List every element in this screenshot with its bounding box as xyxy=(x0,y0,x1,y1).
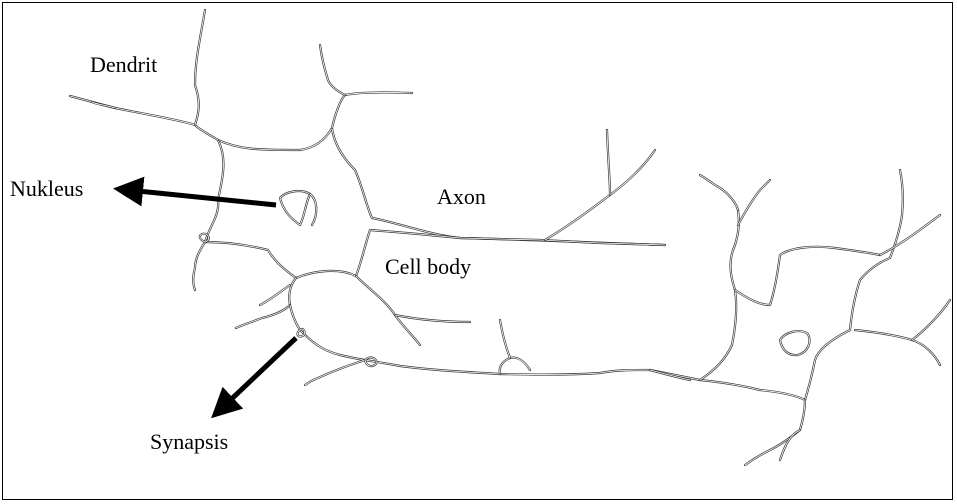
neuron-left xyxy=(70,10,700,385)
nerve-inner-stroke xyxy=(545,150,655,240)
neuron-right-strokes xyxy=(650,170,950,465)
neuron-left-strokes xyxy=(70,10,700,385)
nukleus-label: Nukleus xyxy=(10,178,83,200)
nerve-inner-stroke xyxy=(735,247,880,305)
synapsis-label: Synapsis xyxy=(150,431,228,453)
nerve-inner-stroke xyxy=(92,102,115,108)
cell-body-label: Cell body xyxy=(385,256,471,278)
nerve-inner-stroke xyxy=(700,175,738,210)
axon-label: Axon xyxy=(437,186,486,208)
nerve-inner-stroke xyxy=(912,300,950,340)
nerve-inner-stroke xyxy=(193,242,205,290)
nerve-inner-stroke xyxy=(700,170,903,400)
nerve-inner-stroke xyxy=(236,278,296,328)
nukleus-pointer-arrow xyxy=(128,190,276,205)
synapsis-pointer-arrow xyxy=(222,338,296,408)
nerve-inner-stroke xyxy=(700,210,739,380)
neuron-right xyxy=(650,170,950,465)
nerve-inner-stroke xyxy=(650,370,690,380)
nerve-inner-stroke xyxy=(780,430,800,460)
dendrit-label: Dendrit xyxy=(90,54,157,76)
